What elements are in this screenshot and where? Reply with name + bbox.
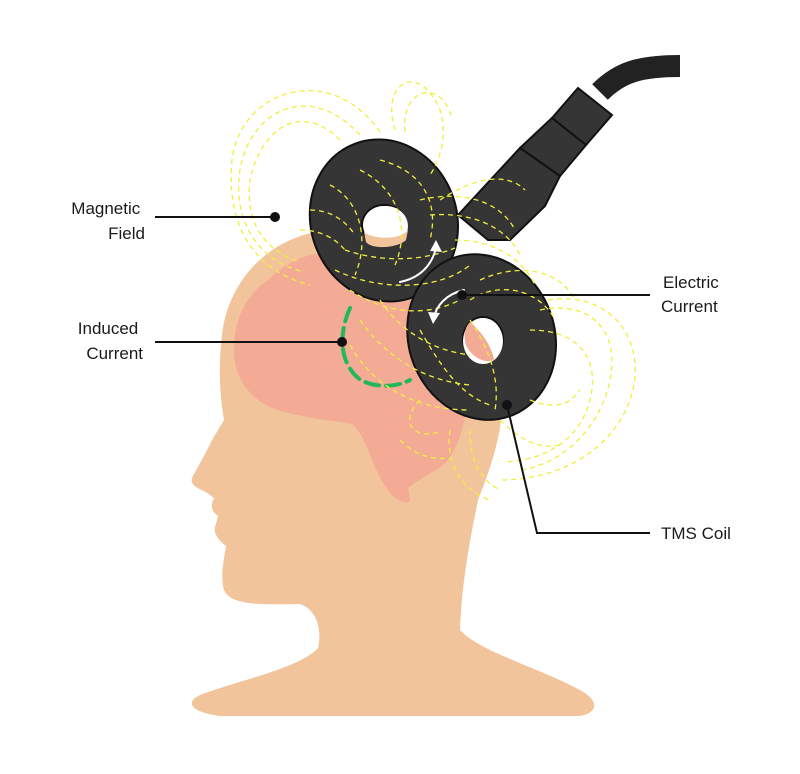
tms-coil-leader [506,404,650,534]
leader-lines [155,216,650,534]
electric-current-dot [457,290,467,300]
rotation-arrow-upper [399,247,437,283]
coil-hole-upper [364,206,408,246]
coil-cable [592,55,681,101]
induced-current-arc [340,306,412,388]
rotation-arrow-lower-head [428,312,440,324]
coil-hole-lower-head [464,322,494,362]
induced-current-dot [337,337,347,347]
tms-coil-label: TMS Coil [661,524,731,543]
magnetic-field-lines [230,81,636,501]
magnetic-field-dot [270,212,280,222]
rotation-arrow-upper-head [430,240,442,252]
coil-handle [456,86,614,241]
tms-coil-dot [502,400,512,410]
coil-hole-upper-head [364,230,408,248]
electric-current-label: Electric Current [661,273,723,316]
leader-dots [270,212,512,410]
induced-current-label: Induced Current [78,319,144,363]
magnetic-field-label: Magnetic Field [71,199,145,243]
